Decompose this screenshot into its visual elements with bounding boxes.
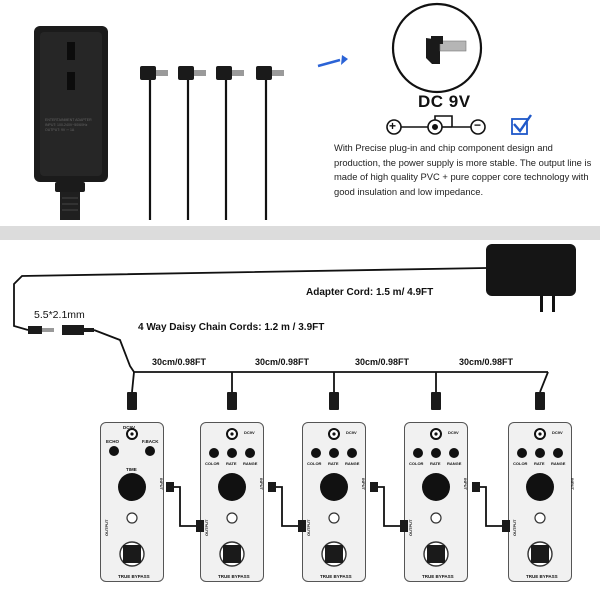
polarity-plus: + bbox=[389, 119, 397, 133]
adapter-text-line: ENTERTAINMENT ADAPTER bbox=[45, 118, 92, 122]
pedal-knob-label: RANGE bbox=[447, 461, 462, 466]
pedal-1-parts bbox=[109, 428, 155, 567]
wall-adapter-icon bbox=[486, 244, 576, 312]
pedal-footer-label: TRUE BYPASS bbox=[218, 574, 250, 579]
segment-length-label: 30cm/0.98FT bbox=[152, 357, 207, 367]
power-adapter bbox=[34, 26, 108, 220]
pedal-output-label: OUTPUT bbox=[408, 519, 413, 536]
pedal-input-label: INPUT bbox=[159, 478, 164, 490]
pedal-footer-label: TRUE BYPASS bbox=[320, 574, 352, 579]
pedal-dc-label: DC9V bbox=[244, 430, 255, 435]
pedal-output-label: OUTPUT bbox=[512, 519, 517, 536]
pedal-input-label: INPUT bbox=[463, 478, 468, 490]
pedal-dc-label: DC9V bbox=[448, 430, 459, 435]
adapter-cord bbox=[13, 267, 487, 331]
pedal-knob-label: COLOR bbox=[409, 461, 424, 466]
adapter-text-line: OUTPUT: 9V ⎓ 1A bbox=[45, 128, 75, 132]
checkbox-icon bbox=[511, 114, 532, 135]
chain-drops bbox=[131, 371, 549, 393]
dc-voltage-label: DC 9V bbox=[418, 92, 471, 111]
barrel-plug bbox=[28, 325, 94, 335]
polarity-icon bbox=[386, 115, 486, 135]
pedal-3-parts bbox=[311, 428, 357, 567]
pedal-5-parts bbox=[517, 428, 563, 567]
pedal-output-label: OUTPUT bbox=[204, 519, 209, 536]
pedal-footer-label: TRUE BYPASS bbox=[526, 574, 558, 579]
chain-plugs bbox=[127, 392, 545, 410]
pedal-dc-label: DC9V bbox=[346, 430, 357, 435]
cable-plugs bbox=[140, 66, 284, 80]
plug-size-label: 5.5*2.1mm bbox=[34, 309, 85, 321]
patch-plugs bbox=[166, 482, 510, 532]
pedal-output-label: OUTPUT bbox=[104, 519, 109, 536]
adapter-text-line: INPUT: 100-240V~50/60Hz bbox=[45, 123, 88, 127]
pedal-knob-label: ECHO bbox=[106, 439, 120, 444]
pedal-dc-label: DC9V bbox=[552, 430, 563, 435]
polarity-minus: − bbox=[474, 118, 482, 132]
daisy-chain-label: 4 Way Daisy Chain Cords: 1.2 m / 3.9FT bbox=[138, 322, 325, 333]
daisy-chain-cord bbox=[93, 329, 548, 373]
pedal-knob-label: RATE bbox=[430, 461, 441, 466]
pedal-2-parts bbox=[209, 428, 255, 567]
pedal-knob-label: COLOR bbox=[513, 461, 528, 466]
pedal-input-label: INPUT bbox=[361, 478, 366, 490]
pedal-footer-label: TRUE BYPASS bbox=[422, 574, 454, 579]
four-way-cables bbox=[148, 80, 268, 220]
pedal-output-label: OUTPUT bbox=[306, 519, 311, 536]
segment-length-label: 30cm/0.98FT bbox=[459, 357, 514, 367]
pedal-knob-label: RATE bbox=[328, 461, 339, 466]
pedal-input-label: INPUT bbox=[570, 478, 575, 490]
pedal-knob-label: RANGE bbox=[345, 461, 360, 466]
segment-length-label: 30cm/0.98FT bbox=[355, 357, 410, 367]
arrow-right-icon bbox=[317, 55, 348, 68]
adapter-cord-label: Adapter Cord: 1.5 m/ 4.9FT bbox=[306, 287, 434, 298]
pedal-knob-label: COLOR bbox=[307, 461, 322, 466]
section-divider bbox=[0, 226, 600, 240]
pedal-4-parts bbox=[413, 428, 459, 567]
plug-zoom-circle bbox=[391, 2, 483, 94]
pedal-knob-label: RANGE bbox=[551, 461, 566, 466]
pedal-input-label: INPUT bbox=[259, 478, 264, 490]
pedal-knob-label: COLOR bbox=[205, 461, 220, 466]
pedal-footer-label: TRUE BYPASS bbox=[118, 574, 150, 579]
pedal-knob-label: RANGE bbox=[243, 461, 258, 466]
product-description: With Precise plug-in and chip component … bbox=[334, 142, 592, 197]
pedal-dc-label: DC9V bbox=[123, 425, 136, 430]
pedal-knob-label: TIME bbox=[126, 467, 137, 472]
pedal-knob-label: RATE bbox=[226, 461, 237, 466]
pedal-knob-label: RATE bbox=[534, 461, 545, 466]
adapter-text: ENTERTAINMENT ADAPTER INPUT: 100-240V~50… bbox=[45, 118, 99, 133]
segment-length-label: 30cm/0.98FT bbox=[255, 357, 310, 367]
pedal-knob-label: F.BACK bbox=[142, 439, 159, 444]
